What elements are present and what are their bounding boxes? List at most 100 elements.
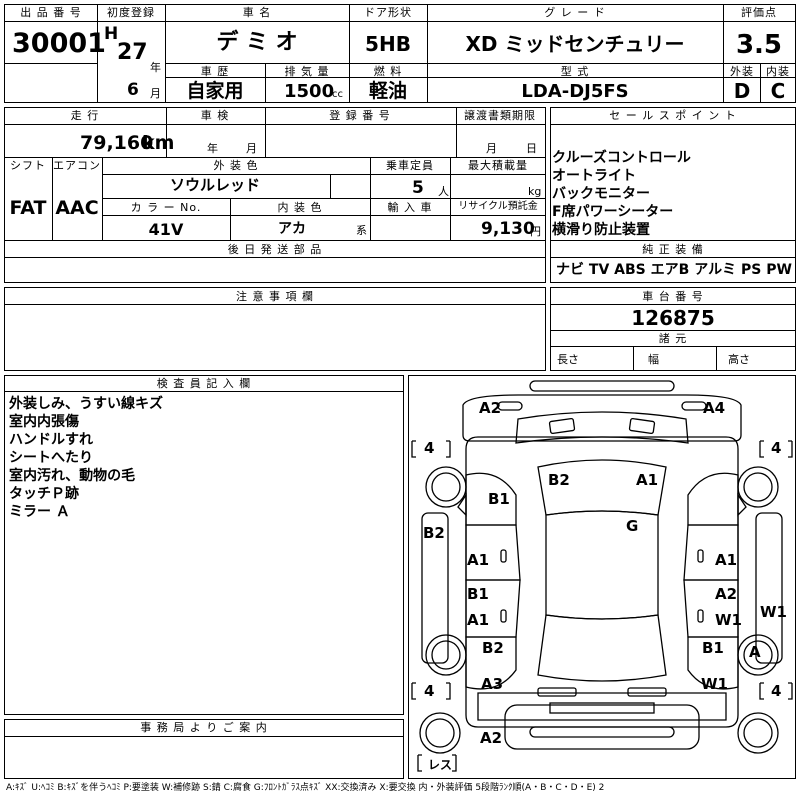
lot-no-label: 出 品 番 号 <box>20 6 82 19</box>
color-no: 41V <box>148 220 184 239</box>
recycle-label: リサイクル預託金 <box>458 201 538 212</box>
equipment-item: アルミ <box>694 262 737 278</box>
shift-label: シフト <box>10 159 46 172</box>
reg-no-label: 登 録 番 号 <box>329 109 391 122</box>
notes-box <box>4 287 546 371</box>
damage-mark: A1 <box>636 471 659 489</box>
sales-point: オートライト <box>552 168 636 184</box>
grade: XD ミッドセンチュリー <box>465 32 685 56</box>
inspector-label: 検 査 員 記 入 欄 <box>156 377 252 390</box>
car-outline <box>411 380 793 772</box>
car-name-label: 車 名 <box>242 6 272 19</box>
import-label: 輸 入 車 <box>387 201 433 214</box>
history-label: 車 歴 <box>200 65 230 78</box>
damage-mark: A <box>749 643 761 661</box>
year-unit: 年 <box>150 61 161 74</box>
tire-rear-right: 4 <box>771 682 782 700</box>
era: H <box>104 24 119 44</box>
displacement-label: 排 気 量 <box>284 65 330 78</box>
int-color-unit: 系 <box>356 224 367 237</box>
inspection-year-unit: 年 <box>207 142 218 155</box>
lot-no: 30001 <box>12 28 106 59</box>
damage-mark: A2 <box>479 399 502 417</box>
mileage-label: 走 行 <box>70 109 100 122</box>
month-num: 6 <box>127 80 139 100</box>
model: LDA-DJ5FS <box>521 81 629 102</box>
interior-label: 内装 <box>766 65 790 78</box>
deadline-month-unit: 月 <box>486 142 497 155</box>
inspector-note: シートへたり <box>9 450 93 466</box>
damage-mark: B2 <box>423 524 445 542</box>
header-box <box>4 4 796 103</box>
capacity: 5 <box>412 178 424 198</box>
equipment-item: PS <box>740 262 762 278</box>
fuel: 軽油 <box>368 80 408 102</box>
displacement-unit: cc <box>332 89 343 100</box>
sales-points-list: クルーズコントロール オートライト バックモニター F席パワーシーター 横滑り防… <box>552 149 691 239</box>
equipment-list: ナビ TV ABS エアB アルミ PS PW <box>556 262 792 278</box>
ext-color: ソウルレッド <box>169 176 261 194</box>
height-label: 高さ <box>728 353 750 366</box>
chassis-label: 車 台 番 号 <box>642 290 704 303</box>
shift: FAT <box>9 197 47 219</box>
spare-tire-label: レス <box>428 758 453 772</box>
damage-mark: A2 <box>715 585 738 603</box>
equipment-item: ナビ <box>556 262 584 278</box>
damage-mark: W1 <box>715 611 742 629</box>
damage-mark: A3 <box>481 675 504 693</box>
inspection-label: 車 検 <box>200 109 230 122</box>
ac-label: エアコン <box>53 159 101 172</box>
inspection-month-unit: 月 <box>246 142 257 155</box>
model-label: 型 式 <box>560 65 590 78</box>
deadline-label: 譲渡書類期限 <box>464 109 536 122</box>
damage-mark: W1 <box>760 603 787 621</box>
car-name: デ ミ オ <box>216 30 298 55</box>
equipment-item: エアB <box>650 262 690 278</box>
tire-rear-left: 4 <box>424 682 435 700</box>
specs-label: 諸 元 <box>658 332 688 345</box>
damage-mark: G <box>626 517 639 535</box>
legend: A:ｷｽﾞ U:ﾍｺﾐ B:ｷｽﾞを伴うﾍｺﾐ P:要塗装 W:補修跡 S:錆 … <box>6 783 605 793</box>
sales-point: F席パワーシーター <box>552 204 674 220</box>
equipment-label: 純 正 装 備 <box>642 243 704 256</box>
inspector-note: タッチＰ跡 <box>9 486 79 502</box>
damage-mark: B2 <box>548 471 570 489</box>
sales-points-box <box>550 107 796 283</box>
capacity-unit: 人 <box>438 185 449 198</box>
color-no-label: カ ラ ー No. <box>130 201 202 214</box>
inspector-note: ハンドルすれ <box>9 432 93 448</box>
width-label: 幅 <box>648 353 659 366</box>
deadline-day-unit: 日 <box>526 142 537 155</box>
length-label: 長さ <box>557 353 579 366</box>
capacity-label: 乗車定員 <box>386 159 434 172</box>
exterior-label: 外装 <box>730 65 754 78</box>
sales-point: クルーズコントロール <box>552 150 691 166</box>
inspector-note: 外装しみ、うすい線キズ <box>9 396 163 412</box>
sales-point: バックモニター <box>552 186 650 202</box>
damage-mark: B1 <box>467 585 489 603</box>
tire-front-right: 4 <box>771 439 782 457</box>
equipment-item: TV <box>588 262 610 278</box>
first-reg-label: 初度登録 <box>107 6 155 19</box>
office-label: 事 務 局 よ り ご 案 内 <box>140 721 268 734</box>
damage-mark: A1 <box>467 611 490 629</box>
damage-mark: A4 <box>703 399 726 417</box>
recycle-unit: 円 <box>530 225 541 238</box>
later-parts-label: 後 日 発 送 部 品 <box>227 243 323 256</box>
year-num: 27 <box>117 40 148 65</box>
damage-mark: A1 <box>715 551 738 569</box>
month-unit: 月 <box>150 87 161 100</box>
inspector-box <box>4 375 404 715</box>
inspector-note: 室内汚れ、動物の毛 <box>9 468 136 484</box>
interior-grade: C <box>770 79 786 103</box>
max-load-unit: kg <box>528 185 542 198</box>
mileage: 79,160 <box>80 132 154 154</box>
mileage-unit: km <box>142 132 175 154</box>
chassis-number: 126875 <box>631 306 715 330</box>
inspector-note: ミラー Ａ <box>9 504 70 520</box>
displacement: 1500 <box>284 81 335 102</box>
damage-mark: B1 <box>702 639 724 657</box>
notes-label: 注 意 事 項 欄 <box>236 290 314 303</box>
door: 5HB <box>365 32 411 56</box>
chassis-box <box>550 287 796 371</box>
